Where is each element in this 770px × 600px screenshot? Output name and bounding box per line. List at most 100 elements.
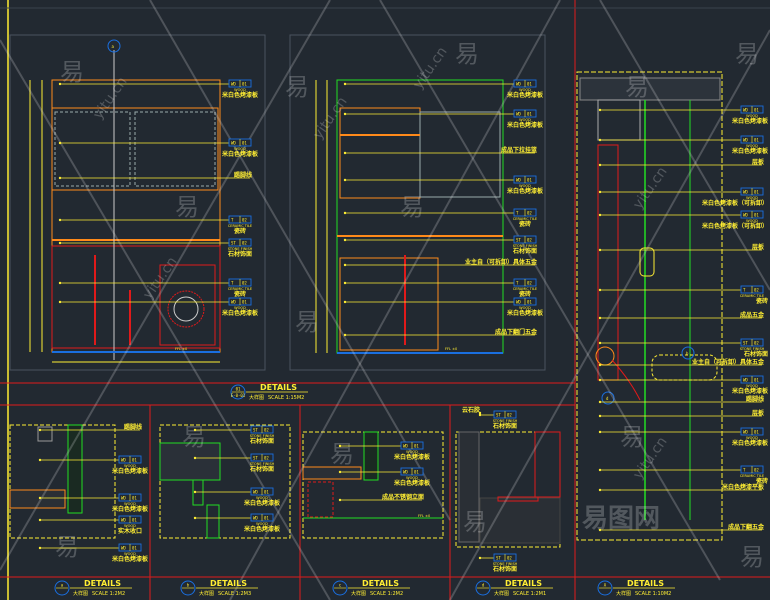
material-label: 瓷砖: [756, 297, 768, 305]
leader-arrow-icon: [193, 490, 197, 494]
detail-subtitle: 大样图: [616, 590, 631, 597]
material-label: 米白色烤漆板: [732, 147, 769, 155]
annotation-callout: 成品不锈钢立面: [338, 493, 424, 502]
material-tag-subtitle: WOOD: [406, 476, 418, 480]
material-label: 成品五金: [740, 311, 765, 319]
detail-title: DETAILS: [505, 579, 542, 588]
watermark-glyph: 易: [463, 508, 487, 536]
detail-subtitle: 大样图: [351, 590, 366, 597]
material-tag-code: WD: [516, 300, 521, 305]
material-tag-code: WD: [743, 430, 748, 435]
detail-sheet-ref: E-0-01: [231, 393, 246, 398]
material-tag-code: WD: [121, 496, 126, 501]
watermark-glyph: 易: [455, 40, 479, 68]
detail-number-bubble: [180, 580, 196, 596]
material-label: 瓷砖: [756, 477, 768, 485]
detail-title: DETAILS: [362, 579, 399, 588]
detail-number-bubble: [475, 580, 491, 596]
material-label: 石材饰面: [492, 565, 517, 573]
material-tag-number: 01: [242, 300, 247, 305]
material-tag-subtitle: WOOD: [746, 384, 758, 388]
detail-scale: SCALE 1:2M2: [370, 591, 403, 597]
material-label: 石材饰面: [743, 350, 768, 358]
material-tag-code: ST: [253, 456, 258, 461]
floor-level-label: FFL ±0: [445, 347, 457, 351]
material-tag-subtitle: STONE FINISH: [513, 244, 538, 248]
material-tag-code: WD: [516, 82, 521, 87]
detail-number-bubble: [597, 580, 613, 596]
material-tag-subtitle: CERAMIC TILE: [228, 224, 252, 228]
annotation-callout: 层板: [598, 409, 765, 418]
leader-arrow-icon: [598, 430, 602, 434]
leader-arrow-icon: [338, 470, 342, 474]
material-tag-number: 01: [132, 518, 137, 523]
elevation-3-drawing: b d: [576, 71, 723, 541]
annotation-callout: 踢脚线: [598, 395, 764, 404]
material-tag-number: 01: [414, 470, 419, 475]
material-tag-code: WD: [403, 470, 408, 475]
leader-arrow-icon: [38, 546, 42, 550]
material-tag-code: T: [231, 218, 234, 223]
material-label: 成品不锈钢立面: [382, 493, 424, 501]
leader-arrow-icon: [598, 363, 602, 367]
material-tag-number: 01: [754, 378, 759, 383]
material-tag-number: 01: [242, 141, 247, 146]
material-label: 米白色烤漆板: [222, 150, 259, 158]
detail-subtitle: 大样图: [73, 590, 88, 597]
material-tag-subtitle: WOOD: [519, 88, 531, 92]
material-tag-number: 01: [754, 430, 759, 435]
material-label: 石材饰面: [512, 247, 537, 255]
leader-arrow-icon: [598, 248, 602, 252]
leader-arrow-icon: [478, 413, 482, 417]
material-label: 米白色烤漆板: [732, 439, 769, 447]
material-tag-subtitle: STONE FINISH: [493, 562, 518, 566]
material-tag-number: 01: [242, 82, 247, 87]
material-label: 米白色烤漆板: [222, 309, 259, 317]
material-tag-number: 02: [264, 456, 269, 461]
material-tag-subtitle: WOOD: [519, 306, 531, 310]
material-tag-number: 01: [754, 108, 759, 113]
leader-arrow-icon: [38, 518, 42, 522]
leader-arrow-icon: [193, 456, 197, 460]
material-tag-code: WD: [403, 444, 408, 449]
detail-a-drawing: [9, 424, 116, 539]
watermark-glyph: 易: [175, 193, 199, 221]
material-label: 云石胶: [462, 406, 480, 414]
annotation-callout: 成品下翻门五金: [343, 328, 538, 337]
leader-arrow-icon: [343, 263, 347, 267]
material-tag-number: 01: [754, 213, 759, 218]
material-tag-code: ST: [253, 428, 258, 433]
material-tag-subtitle: WOOD: [519, 184, 531, 188]
material-tag-number: 01: [132, 546, 137, 551]
detail-number: 01: [236, 387, 241, 392]
material-tag-subtitle: CERAMIC TILE: [513, 287, 537, 291]
material-label: 米白色烤漆板: [507, 309, 544, 317]
detail-b-drawing: [159, 424, 291, 539]
elevation-1-drawing: a FFL ±0: [29, 39, 221, 363]
detail-title: DETAILS: [627, 579, 664, 588]
material-tag-number: 02: [754, 468, 759, 473]
floor-level-label: FFL ±0: [175, 347, 187, 351]
leader-arrow-icon: [38, 458, 42, 462]
material-tag-subtitle: STONE FINISH: [250, 462, 275, 466]
material-tag-subtitle: STONE FINISH: [228, 247, 253, 251]
annotation-callout: 层板: [598, 243, 765, 252]
section-marker-a: a: [112, 44, 115, 49]
leader-arrow-icon: [343, 112, 347, 116]
material-tag-subtitle: WOOD: [124, 464, 136, 468]
